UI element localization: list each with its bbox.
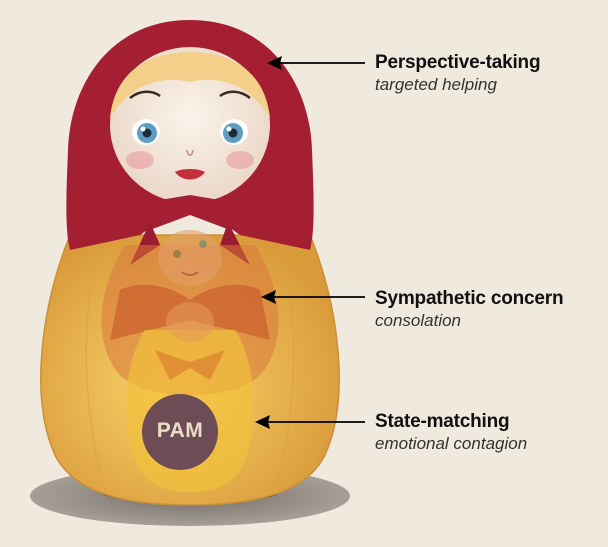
inner-doll-face — [166, 302, 214, 342]
layer-subtitle: emotional contagion — [375, 433, 527, 455]
layer-label-state-matching: State-matching emotional contagion — [375, 411, 527, 455]
layer-subtitle: targeted helping — [375, 74, 540, 96]
layer-label-perspective-taking: Perspective-taking targeted helping — [375, 52, 540, 96]
layer-title: State-matching — [375, 411, 527, 433]
outer-doll-eye-right — [220, 119, 248, 145]
middle-doll-face — [158, 230, 222, 286]
layer-title: Perspective-taking — [375, 52, 540, 74]
outer-doll-eye-left — [132, 119, 160, 145]
layer-label-sympathetic-concern: Sympathetic concern consolation — [375, 288, 563, 332]
pam-core-label: PAM — [140, 419, 220, 443]
layer-subtitle: consolation — [375, 310, 563, 332]
layer-title: Sympathetic concern — [375, 288, 563, 310]
